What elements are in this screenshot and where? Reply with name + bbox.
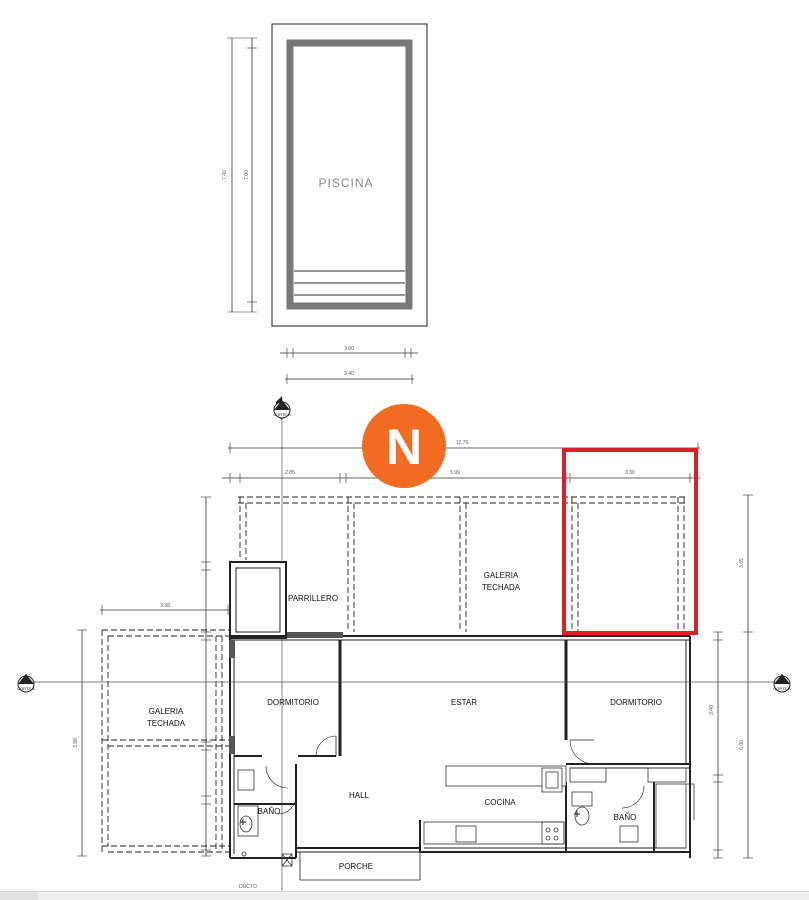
label-dormitorio-right: DORMITORIO bbox=[610, 698, 662, 707]
label-galeria-left-2: TECHADA bbox=[147, 719, 186, 728]
galeria-left bbox=[101, 629, 230, 853]
house-walls bbox=[229, 635, 691, 859]
corte-a-marker-left: CORTE A bbox=[17, 674, 35, 693]
pool-width-inner: 3.00 bbox=[344, 346, 354, 352]
dim-seg-galeria: 5.99 bbox=[450, 470, 460, 476]
fixtures bbox=[237, 765, 695, 867]
dim-left-height: 3.98 bbox=[73, 738, 79, 748]
pool-width-total: 3.40 bbox=[344, 371, 354, 377]
label-porche: PORCHE bbox=[339, 862, 373, 871]
label-parrillero: PARRILLERO bbox=[288, 594, 338, 603]
label-galeria-left-1: GALERIA bbox=[149, 707, 184, 716]
room-labels: PARRILLERO GALERIA TECHADA GALERIA TECHA… bbox=[147, 571, 662, 890]
label-estar: ESTAR bbox=[451, 698, 477, 707]
corte-a-line: CORTE A CORTE A bbox=[17, 674, 791, 693]
label-bano-left: BAÑO bbox=[258, 807, 281, 816]
dim-right-top: 3.65 bbox=[739, 558, 745, 568]
highlight-box bbox=[562, 448, 698, 635]
pool-height-inner: 7.00 bbox=[244, 170, 250, 180]
pool-height-total: 7.40 bbox=[222, 170, 228, 180]
status-strip bbox=[0, 891, 809, 900]
dark-wall-segments bbox=[229, 632, 343, 754]
label-hall: HALL bbox=[349, 791, 370, 800]
left-dims-top bbox=[201, 496, 211, 641]
pool-area: PISCINA 7.40 7.00 3.00 3.40 bbox=[222, 23, 428, 384]
pool-label: PISCINA bbox=[318, 176, 373, 190]
label-cocina: COCINA bbox=[484, 798, 516, 807]
galeria-top bbox=[238, 496, 688, 632]
corte-b-marker: CORTE B bbox=[273, 396, 291, 895]
corte-a-label-left: CORTE A bbox=[17, 686, 35, 691]
dim-seg-right: 3.30 bbox=[625, 470, 635, 476]
right-dims: 3.65 6.00 3.40 bbox=[709, 494, 753, 859]
north-logo: N bbox=[362, 404, 446, 488]
north-logo-circle bbox=[362, 404, 446, 488]
corte-b-label: CORTE B bbox=[273, 412, 291, 417]
label-galeria-top-2: TECHADA bbox=[482, 583, 521, 592]
corte-a-marker-right: CORTE A bbox=[773, 674, 791, 693]
fixture-crosses bbox=[240, 811, 580, 825]
dim-total-width: 12.70 bbox=[456, 440, 469, 446]
top-dimensions: 12.70 2.85 5.99 3.30 bbox=[222, 440, 700, 483]
dim-right-bottom: 6.00 bbox=[739, 740, 745, 750]
label-bano-right: BAÑO bbox=[614, 813, 637, 822]
left-dims-galeria: 3.38 3.98 bbox=[73, 603, 230, 857]
dim-left-galeria: 3.38 bbox=[160, 603, 170, 609]
dim-seg-parrillero: 2.85 bbox=[285, 470, 295, 476]
label-ducto: DUCTO bbox=[239, 884, 257, 890]
label-galeria-top-1: GALERIA bbox=[484, 571, 519, 580]
parrillero-block bbox=[229, 561, 287, 639]
status-tab[interactable] bbox=[0, 892, 38, 900]
dim-dorm-height: 3.40 bbox=[709, 705, 715, 715]
porche-area bbox=[296, 851, 421, 881]
corte-a-label-right: CORTE A bbox=[773, 686, 791, 691]
label-dormitorio-left: DORMITORIO bbox=[267, 698, 319, 707]
north-logo-letter: N bbox=[386, 419, 422, 475]
